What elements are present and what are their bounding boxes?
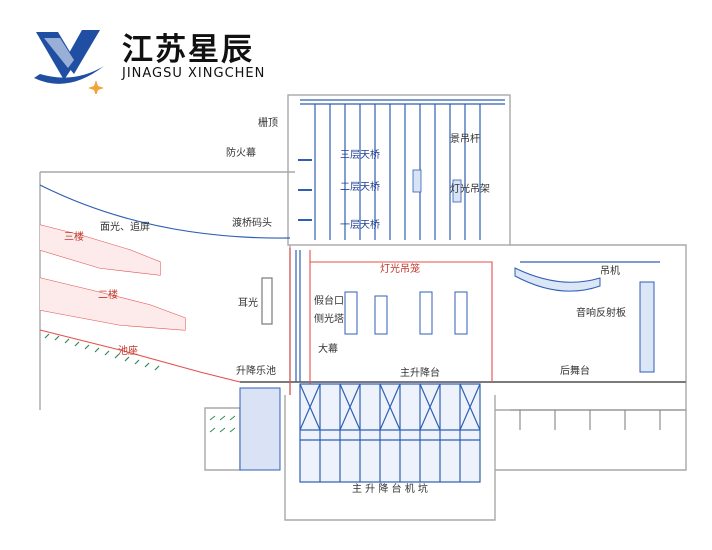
label-bridge-head: 渡桥码头: [232, 216, 272, 229]
light-cage-1: [344, 291, 358, 335]
fly-battens: [314, 104, 481, 240]
acoustic-shell-top: [514, 267, 601, 292]
label-tier-two: 二楼: [98, 288, 118, 301]
tier-three-fill: [40, 225, 160, 275]
orchestra-pit-marks: [209, 415, 236, 433]
label-rear-stage: 后舞台: [560, 364, 590, 377]
tier-two-fill: [40, 278, 185, 330]
label-hoist: 吊机: [600, 264, 620, 277]
label-fire-curtain: 防火幕: [226, 146, 256, 159]
fly-tower-wall: [287, 94, 511, 246]
fly-bridges: [298, 159, 312, 221]
label-scenery-batten: 景吊杆: [450, 133, 480, 145]
xingchen-logo-icon: [34, 30, 104, 94]
label-main-curtain: 大幕: [318, 342, 338, 355]
ear-light-box: [261, 277, 273, 325]
stalls-seat-marks: [44, 333, 160, 371]
label-light-boom: 灯光吊架: [450, 182, 490, 195]
main-lift-cross-bracing: [299, 383, 481, 441]
label-two-level-bridge: 二层天桥: [340, 181, 380, 193]
label-face-light: 面光、追屏: [100, 220, 150, 233]
stage-red-line: [310, 261, 493, 382]
orchestra-pit-outline: [204, 407, 241, 471]
acoustic-shell-panel: [639, 281, 655, 373]
light-cage-4: [454, 291, 468, 335]
light-cage-3: [419, 291, 433, 335]
label-main-lift-pit: 主 升 降 台 机 坑: [352, 482, 428, 495]
stalls-rake: [39, 329, 241, 383]
label-stalls: 池座: [118, 344, 138, 357]
light-cage-2: [374, 295, 388, 335]
orchestra-lift-platform: [239, 387, 281, 471]
label-main-lift: 主升降台: [400, 366, 440, 379]
brand-name-en: JINAGSU XINGCHEN: [122, 66, 266, 81]
label-light-cage: 灯光吊笼: [380, 262, 420, 275]
auditorium-ceiling: [39, 184, 291, 239]
proscenium-red-line: [289, 248, 311, 395]
label-three-level-bridge: 三层天桥: [340, 149, 380, 161]
label-tier-three: 三楼: [64, 230, 84, 243]
label-side-tower: 假台口: [314, 294, 344, 307]
rear-stage-columns: [519, 410, 661, 430]
label-acoustic-shell: 音响反射板: [576, 306, 626, 319]
brand-logo: 江苏星辰 JINAGSU XINGCHEN: [30, 22, 280, 94]
label-ear-light: 耳光: [238, 296, 258, 309]
label-grid-ceiling: 栅顶: [258, 116, 278, 129]
main-pit-outline: [284, 395, 496, 521]
brand-name-cn: 江苏星辰: [122, 32, 254, 68]
grid-ceiling-line: [300, 99, 505, 105]
label-orchestra-lift: 升降乐池: [236, 364, 276, 377]
side-tower: [295, 250, 301, 382]
light-boom-1: [412, 169, 422, 193]
main-lift-frame: [299, 383, 481, 483]
main-lift-columns: [319, 384, 461, 482]
light-boom-2: [452, 179, 462, 203]
label-one-level-bridge: 一层天桥: [340, 219, 380, 231]
label-side-light: 侧光塔: [314, 312, 344, 325]
